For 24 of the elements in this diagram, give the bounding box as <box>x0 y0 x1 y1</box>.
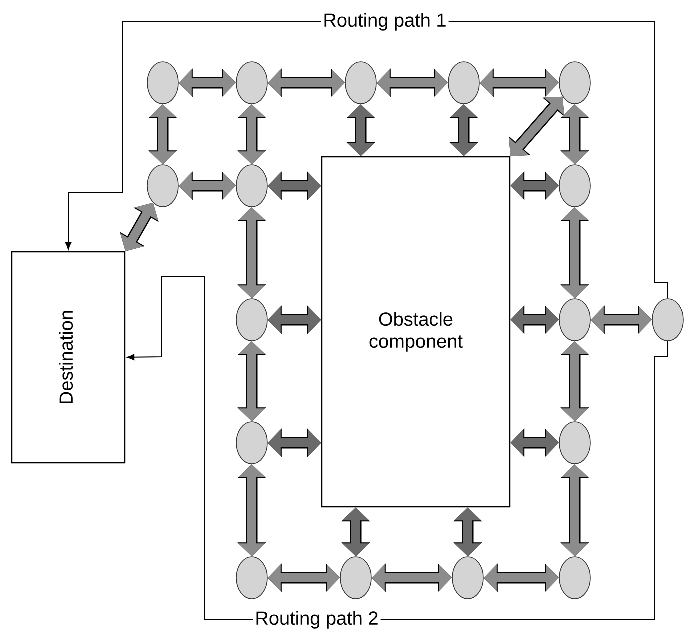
routing-line <box>65 22 668 300</box>
node-ellipse <box>448 62 480 104</box>
double-arrow <box>509 96 564 156</box>
node-ellipse <box>147 164 179 208</box>
obstacle-box: Obstacle component <box>321 156 511 508</box>
node-ellipse <box>452 556 484 600</box>
node-ellipse <box>559 556 591 600</box>
node-ellipse <box>236 422 268 464</box>
routing-line <box>127 276 668 620</box>
destination-box: Destination <box>11 251 126 464</box>
node-ellipse <box>559 298 591 342</box>
node-ellipse <box>340 556 372 600</box>
edge-label: Routing path 1 <box>321 11 449 33</box>
node-ellipse <box>236 164 268 208</box>
node-ellipse <box>559 422 591 464</box>
node-ellipse <box>236 298 268 342</box>
node-ellipse <box>559 164 591 208</box>
node-ellipse <box>236 62 268 104</box>
node-ellipse <box>345 62 377 104</box>
node-ellipse <box>559 62 591 104</box>
node-ellipse <box>652 298 684 342</box>
node-ellipse <box>147 62 179 104</box>
node-ellipse <box>236 556 268 600</box>
edge-label: Routing path 2 <box>253 609 381 631</box>
